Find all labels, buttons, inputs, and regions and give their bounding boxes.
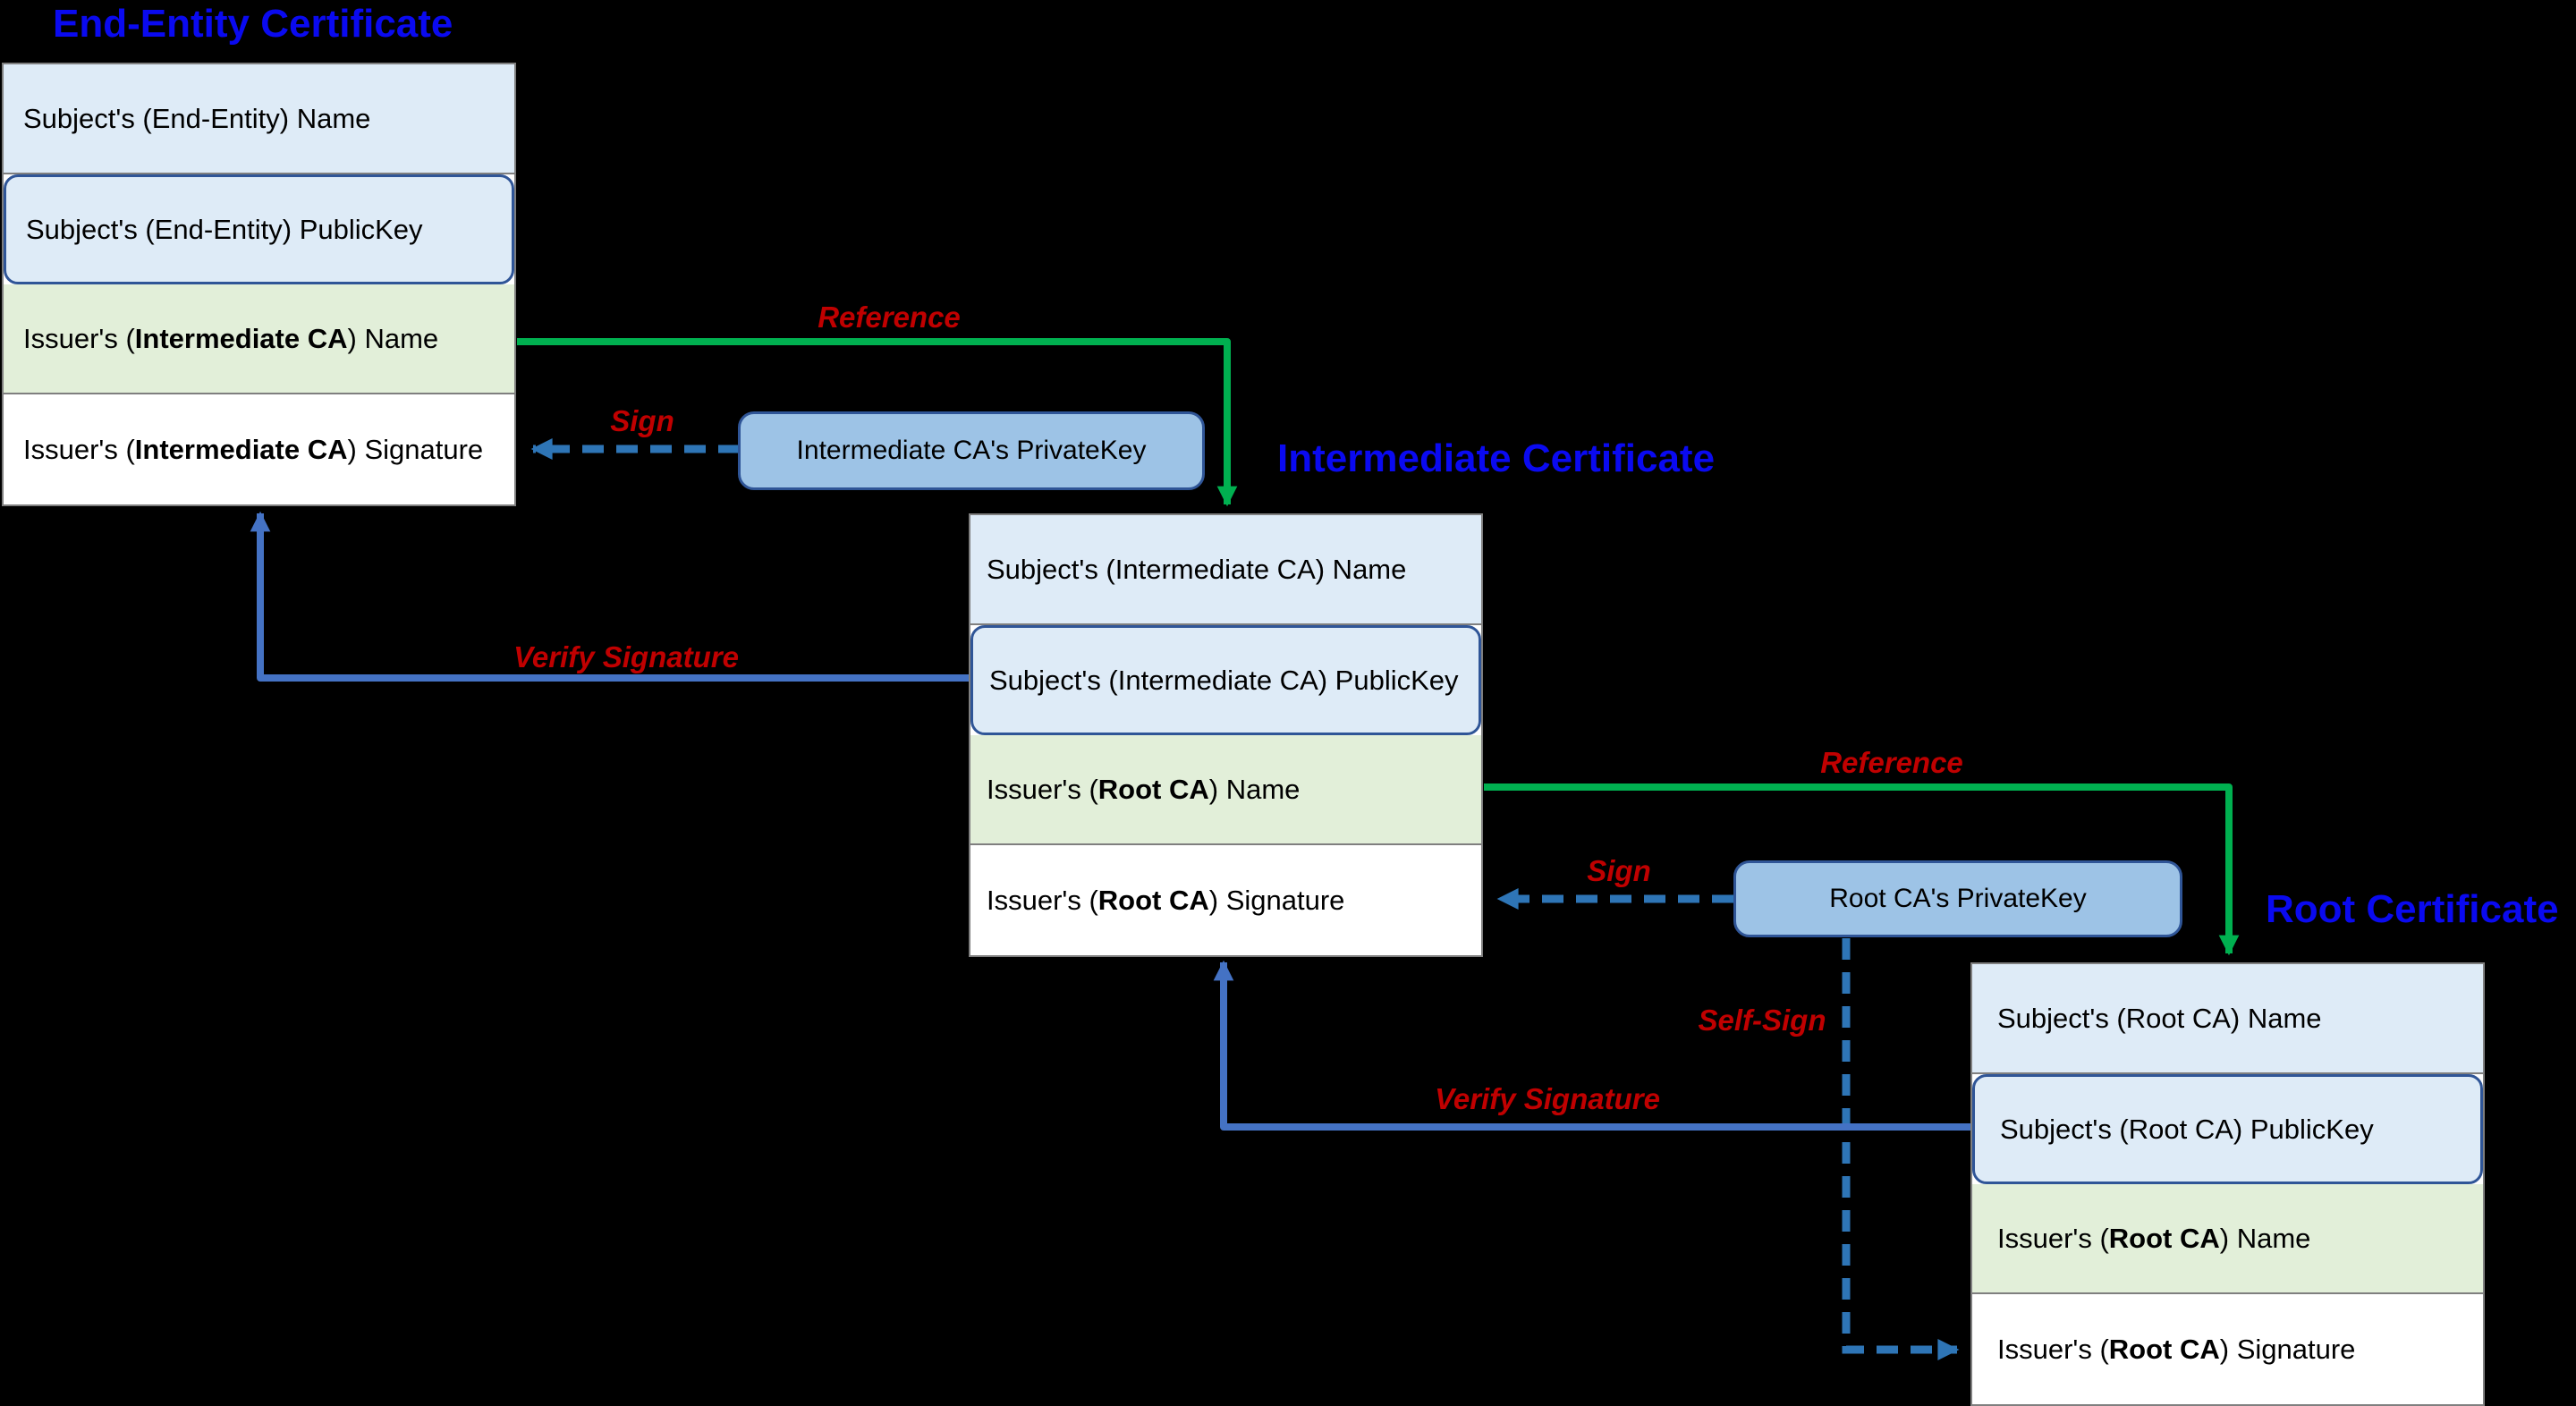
row-text: ) Name	[1208, 773, 1301, 805]
row-text: Subject's (End-Entity) Name	[23, 102, 371, 134]
row-text: ) Name	[347, 322, 439, 354]
row-text: Issuer's (	[987, 773, 1098, 805]
row-text: Subject's (Intermediate CA) PublicKey	[989, 664, 1459, 696]
root-issuer-name-row: Issuer's (Root CA) Name	[1972, 1184, 2483, 1294]
sign-label-1: Sign	[610, 404, 674, 437]
verify-signature-label-2: Verify Signature	[1435, 1082, 1660, 1115]
root-subject-publickey-row: Subject's (Root CA) PublicKey	[1972, 1074, 2483, 1184]
verify-signature-label-1: Verify Signature	[513, 640, 739, 673]
row-text-bold: Root CA	[1097, 884, 1209, 916]
row-text: Issuer's (	[1997, 1333, 2109, 1365]
end-entity-subject-publickey-row: Subject's (End-Entity) PublicKey	[4, 174, 514, 284]
row-text-bold: Root CA	[2108, 1333, 2220, 1365]
intermediate-subject-name-row: Subject's (Intermediate CA) Name	[970, 515, 1481, 625]
row-text: ) Signature	[347, 433, 484, 465]
root-certificate-title: Root Certificate	[2266, 887, 2559, 931]
selfsign-arrow	[1842, 938, 1960, 1361]
end-entity-certificate-title: End-Entity Certificate	[53, 2, 453, 46]
row-text-bold: Root CA	[2108, 1222, 2220, 1254]
row-text-bold: Intermediate CA	[134, 433, 348, 465]
row-text: ) Signature	[2219, 1333, 2356, 1365]
reference-label-2: Reference	[1820, 746, 1963, 779]
row-text: Subject's (Root CA) Name	[1997, 1002, 2322, 1034]
self-sign-label: Self-Sign	[1698, 1004, 1826, 1037]
intermediate-certificate: Subject's (Intermediate CA) Name Subject…	[969, 513, 1483, 957]
row-text-bold: Root CA	[1097, 773, 1209, 805]
row-text: Issuer's (	[1997, 1222, 2109, 1254]
row-text: Issuer's (	[987, 884, 1098, 916]
privatekey-label: Root CA's PrivateKey	[1829, 884, 2087, 913]
row-text-bold: Intermediate CA	[134, 322, 348, 354]
root-subject-name-row: Subject's (Root CA) Name	[1972, 964, 2483, 1074]
root-ca-privatekey-box: Root CA's PrivateKey	[1733, 860, 2182, 937]
row-text: ) Name	[2219, 1222, 2311, 1254]
end-entity-certificate: Subject's (End-Entity) Name Subject's (E…	[2, 63, 516, 506]
intermediate-certificate-title: Intermediate Certificate	[1277, 436, 1716, 480]
intermediate-issuer-name-row: Issuer's (Root CA) Name	[970, 735, 1481, 845]
row-text: Subject's (Root CA) PublicKey	[2000, 1113, 2374, 1145]
root-issuer-signature-row: Issuer's (Root CA) Signature	[1972, 1294, 2483, 1404]
privatekey-label: Intermediate CA's PrivateKey	[796, 436, 1147, 465]
reference-label-1: Reference	[818, 301, 961, 334]
row-text: Issuer's (	[23, 322, 135, 354]
root-certificate: Subject's (Root CA) Name Subject's (Root…	[1970, 962, 2485, 1406]
end-entity-subject-name-row: Subject's (End-Entity) Name	[4, 64, 514, 174]
row-text: Subject's (Intermediate CA) Name	[987, 553, 1407, 585]
row-text: Issuer's (	[23, 433, 135, 465]
row-text: ) Signature	[1208, 884, 1345, 916]
end-entity-issuer-signature-row: Issuer's (Intermediate CA) Signature	[4, 394, 514, 504]
sign-label-2: Sign	[1587, 854, 1651, 887]
end-entity-issuer-name-row: Issuer's (Intermediate CA) Name	[4, 284, 514, 394]
row-text: Subject's (End-Entity) PublicKey	[26, 213, 423, 245]
intermediate-subject-publickey-row: Subject's (Intermediate CA) PublicKey	[970, 625, 1481, 735]
intermediate-ca-privatekey-box: Intermediate CA's PrivateKey	[738, 411, 1205, 490]
intermediate-issuer-signature-row: Issuer's (Root CA) Signature	[970, 845, 1481, 955]
